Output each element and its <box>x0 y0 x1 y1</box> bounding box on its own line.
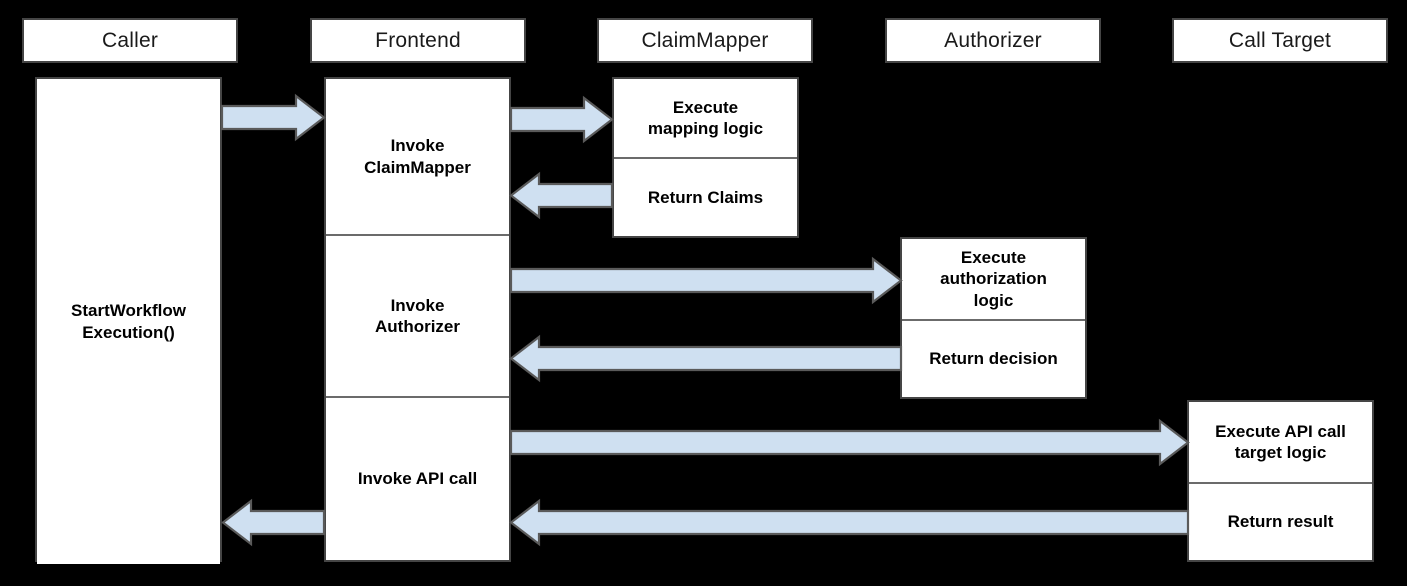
lane-header-call-target: Call Target <box>1172 18 1388 63</box>
lane-header-caller-label: Caller <box>101 28 159 52</box>
lane-header-frontend: Frontend <box>310 18 526 63</box>
activation-divider-frontend-1 <box>326 234 509 236</box>
lane-header-claimmapper: ClaimMapper <box>597 18 813 63</box>
activation-cell-frontend-invoke-authorizer: Invoke Authorizer <box>326 236 509 396</box>
message-arrow-frontend-to-caller <box>221 498 326 547</box>
lane-header-authorizer-label: Authorizer <box>944 28 1042 52</box>
lane-header-claimmapper-label: ClaimMapper <box>641 28 769 52</box>
activation-divider-frontend-2 <box>326 396 509 398</box>
message-arrow-frontend-to-authorizer <box>509 256 903 305</box>
activation-cell-call-target-return-result: Return result <box>1189 484 1372 560</box>
lane-header-caller: Caller <box>22 18 238 63</box>
activation-caller: StartWorkflow Execution() <box>35 77 222 564</box>
activation-call-target: Execute API call target logic Return res… <box>1187 400 1374 562</box>
activation-authorizer: Execute authorization logic Return decis… <box>900 237 1087 399</box>
message-arrow-call-target-to-frontend <box>509 498 1190 547</box>
message-arrow-claimmapper-to-frontend <box>509 171 614 220</box>
activation-cell-claimmapper-return-claims: Return Claims <box>614 159 797 236</box>
activation-divider-claimmapper-1 <box>614 157 797 159</box>
activation-cell-caller-start-workflow: StartWorkflow Execution() <box>37 79 220 564</box>
message-arrow-caller-to-frontend <box>220 93 326 142</box>
lane-header-frontend-label: Frontend <box>375 28 461 52</box>
message-arrow-frontend-to-claimmapper <box>509 95 614 144</box>
activation-frontend: Invoke ClaimMapper Invoke Authorizer Inv… <box>324 77 511 562</box>
activation-claimmapper: Execute mapping logic Return Claims <box>612 77 799 238</box>
activation-cell-frontend-invoke-api-call: Invoke API call <box>326 398 509 560</box>
message-arrow-authorizer-to-frontend <box>509 334 903 383</box>
activation-divider-authorizer-1 <box>902 319 1085 321</box>
activation-cell-frontend-invoke-claimmapper: Invoke ClaimMapper <box>326 79 509 234</box>
lane-header-authorizer: Authorizer <box>885 18 1101 63</box>
activation-cell-authorizer-return-decision: Return decision <box>902 321 1085 397</box>
message-arrow-frontend-to-call-target <box>509 418 1190 467</box>
activation-cell-call-target-execute-api-call-target-logic: Execute API call target logic <box>1189 402 1372 482</box>
activation-cell-authorizer-execute-authorization-logic: Execute authorization logic <box>902 239 1085 319</box>
lane-header-call-target-label: Call Target <box>1228 28 1332 52</box>
activation-cell-claimmapper-execute-mapping-logic: Execute mapping logic <box>614 79 797 157</box>
activation-divider-call-target-1 <box>1189 482 1372 484</box>
